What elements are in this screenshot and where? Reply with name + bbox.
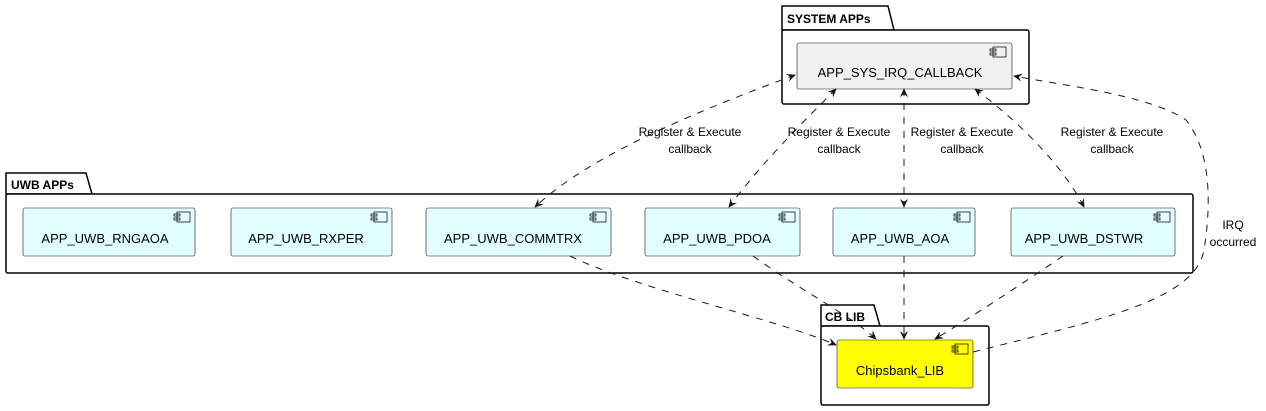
edge-dstwr-lib bbox=[934, 255, 1064, 340]
package-uwb-apps-title: UWB APPs bbox=[11, 178, 74, 192]
component-app-sys-irq-callback: APP_SYS_IRQ_CALLBACK bbox=[796, 42, 1013, 90]
component-icon bbox=[173, 211, 191, 223]
component-label: APP_UWB_PDOA bbox=[663, 231, 771, 246]
component-app-uwb-dstwr: APP_UWB_DSTWR bbox=[1010, 207, 1176, 257]
edge-commtrx-lib bbox=[569, 255, 837, 346]
svg-text:callback: callback bbox=[668, 142, 712, 156]
svg-text:IRQ: IRQ bbox=[1222, 218, 1243, 232]
edge-pdoa-sys-callback bbox=[728, 88, 837, 208]
edge-label-dstwr: Register & Execute callback bbox=[1061, 125, 1164, 156]
component-app-uwb-pdoa: APP_UWB_PDOA bbox=[644, 207, 801, 257]
svg-text:Register & Execute: Register & Execute bbox=[911, 125, 1014, 139]
package-system-apps-title: SYSTEM APPs bbox=[787, 12, 871, 26]
svg-text:callback: callback bbox=[940, 142, 984, 156]
edge-label-irq: IRQ occurred bbox=[1210, 218, 1257, 249]
component-app-uwb-rngaoa: APP_UWB_RNGAOA bbox=[22, 207, 196, 257]
component-label: APP_UWB_RXPER bbox=[248, 231, 364, 246]
component-icon bbox=[589, 211, 607, 223]
edge-pdoa-lib bbox=[752, 255, 877, 340]
component-label: APP_SYS_IRQ_CALLBACK bbox=[818, 65, 983, 80]
component-icon bbox=[778, 211, 796, 223]
edge-label-commtrx: Register & Execute callback bbox=[639, 125, 742, 156]
component-icon bbox=[370, 211, 388, 223]
component-icon bbox=[1153, 211, 1171, 223]
svg-text:Register & Execute: Register & Execute bbox=[639, 125, 742, 139]
svg-text:callback: callback bbox=[817, 142, 861, 156]
edge-lib-sys-irq bbox=[972, 73, 1209, 353]
component-label: APP_UWB_DSTWR bbox=[1025, 231, 1143, 246]
svg-text:callback: callback bbox=[1090, 142, 1134, 156]
component-app-uwb-aoa: APP_UWB_AOA bbox=[832, 207, 976, 257]
component-label: Chipsbank_LIB bbox=[856, 363, 944, 378]
component-app-uwb-rxper: APP_UWB_RXPER bbox=[230, 207, 393, 257]
edge-label-pdoa: Register & Execute callback bbox=[788, 125, 891, 156]
component-icon bbox=[953, 211, 971, 223]
component-icon bbox=[951, 343, 969, 355]
svg-text:occurred: occurred bbox=[1210, 235, 1257, 249]
package-cb-lib-title: CB LIB bbox=[825, 310, 865, 324]
svg-text:Register & Execute: Register & Execute bbox=[788, 125, 891, 139]
edge-dstwr-sys-callback bbox=[974, 88, 1085, 208]
component-app-uwb-commtrx: APP_UWB_COMMTRX bbox=[425, 207, 612, 257]
component-icon bbox=[989, 46, 1007, 58]
component-label: APP_UWB_COMMTRX bbox=[444, 231, 582, 246]
svg-text:Register & Execute: Register & Execute bbox=[1061, 125, 1164, 139]
edge-commtrx-sys-callback bbox=[534, 74, 796, 208]
component-chipsbank-lib: Chipsbank_LIB bbox=[836, 339, 974, 389]
component-label: APP_UWB_AOA bbox=[851, 231, 950, 246]
edge-label-aoa: Register & Execute callback bbox=[911, 125, 1014, 156]
component-label: APP_UWB_RNGAOA bbox=[41, 231, 168, 246]
